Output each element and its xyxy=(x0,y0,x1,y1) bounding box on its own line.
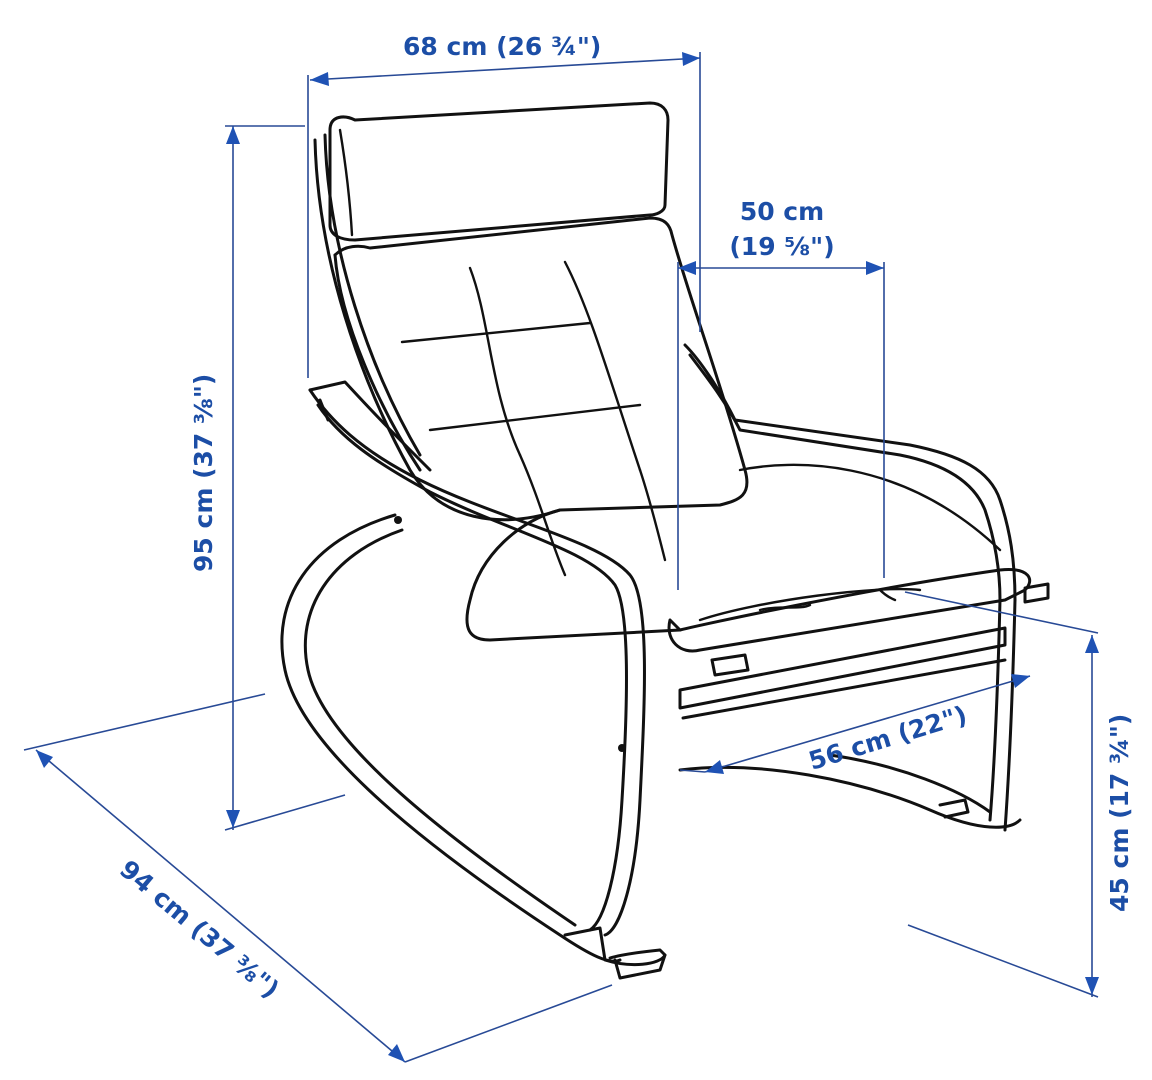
arrowhead-icon xyxy=(705,760,724,774)
depth-label: 94 cm (37 ⅜") xyxy=(114,854,285,1004)
arrowhead-icon xyxy=(1085,977,1099,995)
seat-height-label: 45 cm (17 ¾") xyxy=(1105,714,1134,912)
seat-depth-label: 56 cm (22") xyxy=(805,700,970,776)
arrowhead-icon xyxy=(682,52,700,66)
arrowhead-icon xyxy=(388,1044,405,1062)
seat-height-dimension: 45 cm (17 ¾") xyxy=(904,591,1134,998)
arrowhead-icon xyxy=(36,750,53,768)
arrowhead-icon xyxy=(866,261,884,275)
seat-width-cm-label: 50 cm xyxy=(740,197,824,226)
seat-depth-dimension: 56 cm (22") xyxy=(679,674,1031,776)
arrowhead-icon xyxy=(226,126,240,144)
seat-width-in-label: (19 ⅝") xyxy=(729,232,834,261)
seat-width-dimension: 50 cm (19 ⅝") xyxy=(677,197,885,590)
arrowhead-icon xyxy=(226,810,240,828)
arrowhead-icon xyxy=(1085,635,1099,653)
arrowhead-icon xyxy=(310,72,329,86)
height-dimension: 95 cm (37 ⅜") xyxy=(189,125,346,831)
arrowhead-icon xyxy=(678,261,696,275)
width-label: 68 cm (26 ¾") xyxy=(403,32,601,61)
width-dimension: 68 cm (26 ¾") xyxy=(307,32,701,378)
chair-drawing xyxy=(280,101,1050,980)
height-label: 95 cm (37 ⅜") xyxy=(189,374,218,572)
arrowhead-icon xyxy=(1011,674,1030,688)
depth-dimension: 94 cm (37 ⅜") xyxy=(23,693,613,1063)
